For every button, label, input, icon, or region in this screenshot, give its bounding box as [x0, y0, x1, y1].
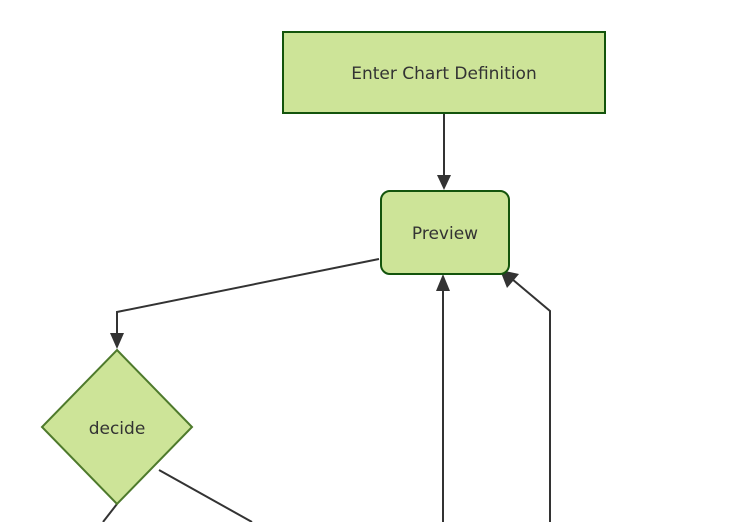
node-shape-rounded-rectangle[interactable]: [380, 190, 510, 275]
edge-enter-to-preview: [437, 114, 451, 190]
node-label-preview: Preview: [412, 224, 478, 244]
edge-line: [102, 503, 118, 522]
edge-decide-right-out: [158, 469, 253, 522]
arrowhead-down-icon: [437, 175, 451, 190]
edge-line: [511, 278, 551, 522]
edge-decide-bottom-out: [102, 503, 118, 522]
edge-line: [158, 469, 253, 522]
arrowhead-down-icon: [110, 333, 124, 349]
edge-line: [116, 258, 380, 340]
node-shape-diamond[interactable]: [40, 348, 194, 506]
node-enter-chart-definition[interactable]: Enter Chart Definition: [282, 31, 606, 114]
edge-bottom-right-to-preview: [500, 270, 551, 522]
node-label-decide: decide: [89, 419, 146, 439]
edge-layer: [102, 114, 551, 522]
edge-preview-to-decide: [110, 258, 380, 349]
arrowhead-up-icon: [436, 274, 450, 291]
node-preview[interactable]: Preview: [380, 190, 510, 275]
node-layer: Enter Chart Definition Preview decide: [40, 31, 606, 506]
node-label-enter-chart-definition: Enter Chart Definition: [351, 64, 536, 84]
arrowhead-upleft-icon: [500, 270, 519, 288]
node-shape-rectangle[interactable]: [282, 31, 606, 114]
node-decide[interactable]: decide: [40, 348, 194, 506]
edge-bottom-center-to-preview: [436, 274, 450, 522]
